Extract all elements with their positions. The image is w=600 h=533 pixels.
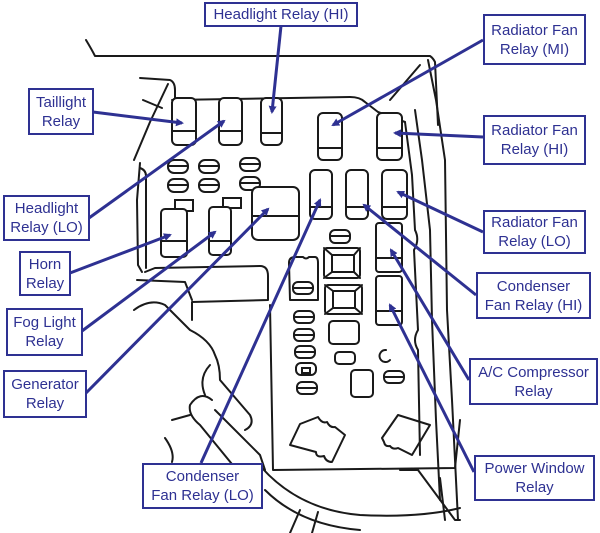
grommet-finger	[188, 395, 266, 481]
leader-condenser-fan-hi	[362, 203, 477, 297]
label-generator-relay: Generator Relay	[3, 370, 87, 418]
label-text: Fan Relay (LO)	[151, 487, 254, 504]
label-taillight-relay: Taillight Relay	[28, 88, 94, 135]
label-text: Relay	[25, 274, 65, 292]
label-text: Radiator Fan	[491, 122, 578, 139]
label-text: A/C Compressor	[478, 363, 589, 381]
box-front-edge	[269, 304, 461, 471]
housing-outline	[85, 39, 439, 126]
label-condenser-fan-relay-hi: Condenser Fan Relay (HI)	[476, 272, 591, 319]
cable-lines	[289, 509, 319, 533]
connector-right	[381, 414, 431, 456]
grommet	[133, 301, 253, 431]
fuse-grid-upper	[167, 157, 261, 193]
label-headlight-relay-lo: Headlight Relay (LO)	[3, 195, 90, 241]
leader-taillight	[92, 110, 184, 127]
label-text: Fan Relay (HI)	[484, 296, 583, 314]
label-radiator-fan-relay-lo: Radiator Fan Relay (LO)	[483, 210, 586, 254]
label-text: Headlight Relay (HI)	[213, 6, 349, 23]
label-text: Relay	[25, 395, 65, 412]
relay-generator	[251, 186, 300, 241]
label-text: Radiator Fan	[491, 214, 578, 231]
label-text: Relay (LO)	[10, 219, 83, 236]
housing-left-edge	[133, 77, 176, 161]
grommet-arc	[164, 364, 211, 463]
label-text: Relay	[25, 333, 64, 350]
label-text: Generator	[11, 376, 79, 393]
housing-top-edge	[171, 96, 406, 123]
fuse-column-left	[288, 256, 319, 395]
label-text: Horn	[28, 255, 62, 273]
label-text: Relay (LO)	[498, 233, 571, 250]
left-lower-housing	[136, 265, 269, 321]
label-text: Relay (HI)	[500, 141, 569, 158]
label-text: Power Window	[484, 460, 585, 477]
label-ac-compressor-relay: A/C Compressor Relay	[469, 358, 598, 405]
label-radiator-fan-relay-mi: Radiator Fan Relay (MI)	[483, 14, 586, 65]
label-fog-light-relay: Fog Light Relay	[6, 308, 83, 356]
cable-arc-inner	[264, 477, 446, 531]
label-text: Fog Light	[13, 314, 76, 331]
relay-horn	[160, 199, 194, 258]
leader-headlight-lo	[88, 119, 226, 220]
leader-horn	[69, 233, 172, 275]
leader-ac-compressor	[389, 248, 471, 381]
leader-radiator-fan-hi	[393, 129, 484, 139]
leader-generator	[84, 207, 270, 395]
leader-radiator-fan-lo	[396, 190, 484, 234]
leader-power-window	[388, 303, 476, 473]
label-text: Relay (MI)	[499, 40, 570, 58]
label-text: Relay	[515, 479, 554, 496]
center-blocks	[323, 229, 405, 398]
label-text: Radiator Fan	[491, 21, 578, 39]
cable-arc-outer	[261, 467, 461, 517]
label-text: Condenser	[496, 277, 571, 295]
leader-condenser-fan-lo	[199, 198, 322, 464]
leader-headlight-hi	[268, 25, 283, 114]
relay-radiator-fan-lo	[381, 169, 408, 220]
relay-radiator-fan-hi	[376, 112, 403, 161]
label-text: Condenser	[165, 468, 240, 485]
label-text: Relay	[41, 112, 81, 130]
housing-right-outer	[427, 59, 459, 521]
housing-right-inner	[414, 109, 441, 501]
leader-fog-light	[81, 230, 217, 333]
label-power-window-relay: Power Window Relay	[474, 455, 595, 501]
label-text: Relay	[514, 382, 553, 400]
connector-left	[289, 416, 346, 463]
label-horn-relay: Horn Relay	[19, 251, 71, 296]
relay-headlight-hi	[260, 97, 283, 146]
leader-radiator-fan-mi	[331, 38, 484, 127]
housing-right-step	[404, 121, 421, 456]
front-edge-right	[399, 469, 461, 521]
label-radiator-fan-relay-hi: Radiator Fan Relay (HI)	[483, 115, 586, 165]
label-headlight-relay-hi: Headlight Relay (HI)	[204, 2, 358, 27]
label-text: Headlight	[14, 200, 79, 217]
label-condenser-fan-relay-lo: Condenser Fan Relay (LO)	[142, 463, 263, 509]
label-text: Taillight	[35, 93, 87, 111]
